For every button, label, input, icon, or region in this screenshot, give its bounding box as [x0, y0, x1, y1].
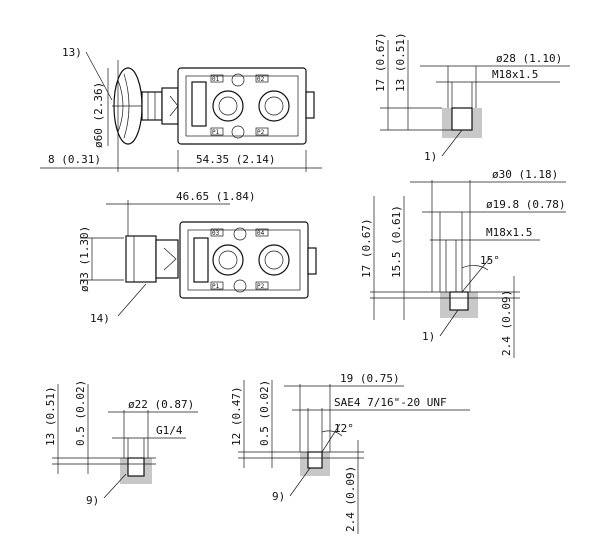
dim-17: 17 (0.67) [360, 218, 373, 278]
port-circle [258, 244, 290, 276]
ref-1: 1) [422, 330, 435, 343]
bottom-left-detail: ø22 (0.87) G1/4 13 (0.51) 0.5 (0.02) 9) [44, 380, 198, 507]
dim-0-5: 0.5 (0.02) [258, 380, 271, 446]
bottom-middle-detail: 19 (0.75) SAE4 7/16"-20 UNF 12° 12 (0.47… [230, 372, 470, 534]
port-bore [451, 107, 473, 131]
angle-15: 15° [480, 254, 500, 267]
dim-12: 12 (0.47) [230, 386, 243, 446]
port-circle [212, 90, 244, 122]
dim-2-4: 2.4 (0.09) [344, 466, 357, 532]
ref-9: 9) [86, 494, 99, 507]
ref-13: 13) [62, 46, 82, 59]
port-circle [258, 90, 290, 122]
stem [141, 91, 163, 121]
angle-arc [321, 430, 343, 437]
dim-g1-4: G1/4 [156, 424, 183, 437]
dim-sae4: SAE4 7/16"-20 UNF [334, 396, 447, 409]
dim-13: 13 (0.51) [44, 386, 57, 446]
angle-arc [461, 265, 489, 271]
sensor-stem [125, 235, 157, 283]
port-bore [307, 451, 323, 469]
ref-9: 9) [272, 490, 285, 503]
top-right-detail: ø28 (1.10) M18x1.5 17 (0.67) 13 (0.51) 1… [374, 32, 570, 163]
top-left-view: 01 02 P1 P2 13) 8 (0.31) 54.35 (2.14) ø6… [40, 46, 322, 172]
dim-8: 8 (0.31) [48, 153, 101, 166]
port-label: 04 [257, 230, 265, 237]
angle-12: 12° [334, 422, 354, 435]
dim-19: 19 (0.75) [340, 372, 400, 385]
port-circle [212, 244, 244, 276]
ref-14: 14) [90, 312, 110, 325]
port-label: P1 [212, 283, 220, 290]
dim-17: 17 (0.67) [374, 32, 387, 92]
dim-46-65: 46.65 (1.84) [176, 190, 255, 203]
dim-15-5: 15.5 (0.61) [390, 205, 403, 278]
middle-right-detail: ø30 (1.18) ø19.8 (0.78) M18x1.5 17 (0.67… [360, 168, 566, 358]
dim-19-8: ø19.8 (0.78) [486, 198, 565, 211]
dim-33: ø33 (1.30) [78, 226, 91, 292]
dim-13: 13 (0.51) [394, 32, 407, 92]
port-label: P1 [212, 129, 220, 136]
port-label: 02 [257, 76, 265, 83]
dim-54-35: 54.35 (2.14) [196, 153, 275, 166]
dim-22: ø22 (0.87) [128, 398, 194, 411]
dim-28: ø28 (1.10) [496, 52, 562, 65]
dim-0-5: 0.5 (0.02) [74, 380, 87, 446]
port-bore [449, 291, 469, 311]
port-label: 03 [212, 230, 220, 237]
dim-m18: M18x1.5 [492, 68, 538, 81]
dim-60: ø60 (2.36) [92, 82, 105, 148]
dim-2-4: 2.4 (0.09) [500, 290, 513, 356]
ref-1: 1) [424, 150, 437, 163]
dim-30: ø30 (1.18) [492, 168, 558, 181]
port-label: P2 [257, 129, 265, 136]
port-bore [127, 457, 145, 477]
port-label: P2 [257, 283, 265, 290]
port-label: 01 [212, 76, 220, 83]
middle-left-view: 46.65 (1.84) ø33 (1.30) 14) 03 04 P1 P2 [78, 190, 317, 325]
dim-m18: M18x1.5 [486, 226, 532, 239]
